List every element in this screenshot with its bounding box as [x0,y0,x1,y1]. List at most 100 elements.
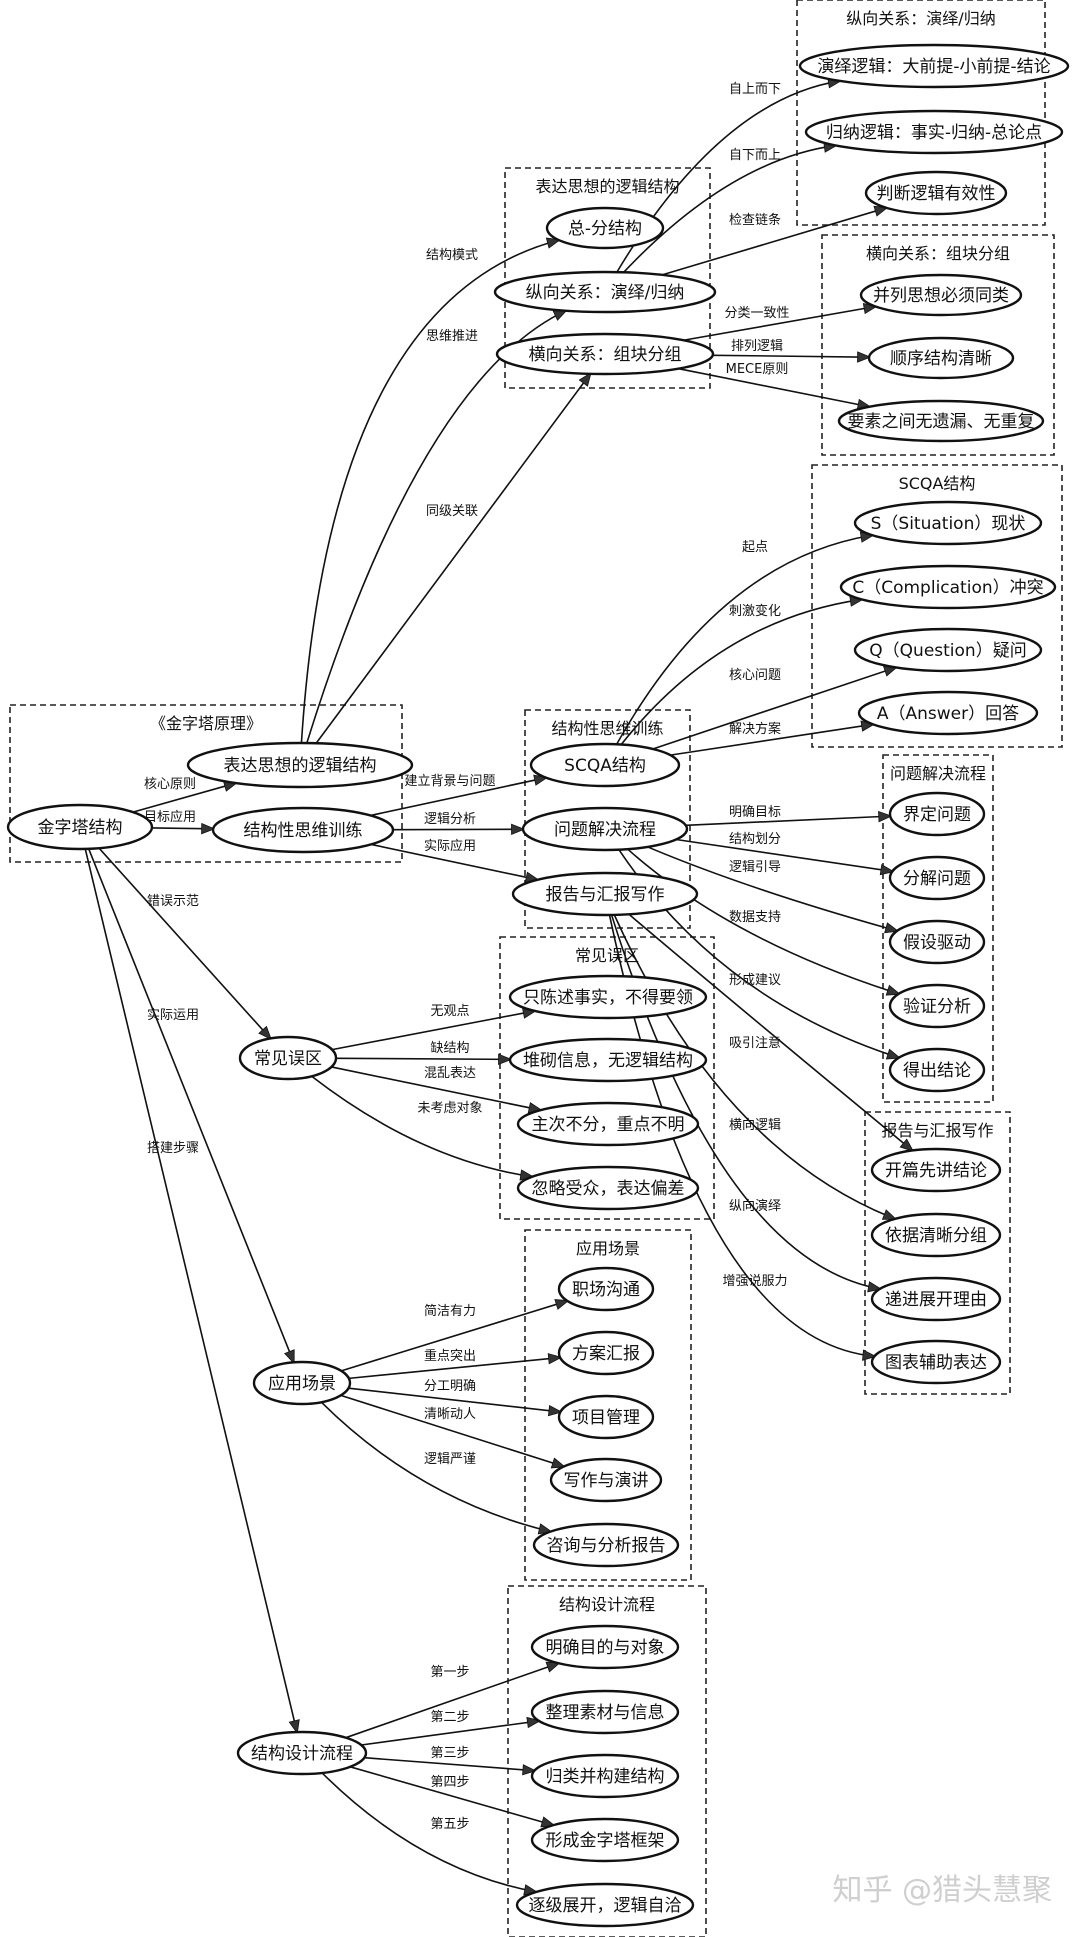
group-title: 报告与汇报写作 [881,1121,993,1140]
node-label: 项目管理 [572,1408,640,1428]
node-a[interactable]: A（Answer）回答 [857,690,1039,736]
node-label: 应用场景 [268,1374,336,1394]
node-shape [516,1101,700,1147]
node-r1[interactable]: 开篇先讲结论 [870,1147,1002,1193]
node-shape [859,273,1023,317]
edge-root-scene [87,848,295,1365]
node-m3[interactable]: 主次不分，重点不明 [516,1101,700,1147]
group-box [9,704,403,863]
node-d1[interactable]: 明确目的与对象 [530,1624,680,1670]
node-shape [521,806,689,852]
node-sc3[interactable]: 项目管理 [557,1394,655,1440]
node-s[interactable]: S（Situation）现状 [853,500,1043,546]
edge-label: 同级关联 [426,504,478,519]
node-zongfen[interactable]: 总-分结构 [545,206,665,250]
group-expr: 表达思想的逻辑结构 [504,167,711,389]
node-shape [508,1037,708,1083]
node-sc1[interactable]: 职场沟通 [557,1266,655,1312]
edge-report-r1 [628,913,915,1152]
edge-label: 形成建议 [729,973,781,988]
node-label: A（Answer）回答 [877,704,1019,724]
edge-expr-vert [306,309,568,744]
node-mece[interactable]: 要素之间无遗漏、无重复 [837,399,1045,443]
node-shape [515,1882,695,1928]
node-sc5[interactable]: 咨询与分析报告 [532,1522,680,1568]
node-sc4[interactable]: 写作与演讲 [549,1457,663,1503]
node-shape [867,336,1015,380]
node-label: 堆砌信息，无逻辑结构 [523,1051,693,1071]
edge-design-d2 [361,1716,542,1746]
edge-label: 吸引注意 [729,1035,781,1051]
node-expr[interactable]: 表达思想的逻辑结构 [186,741,414,789]
edge-label: 结构模式 [426,248,478,263]
node-label: 明确目的与对象 [546,1638,665,1658]
node-shape [532,1522,680,1568]
edge-label: 无观点 [430,1004,469,1019]
edge-label: MECE原则 [726,362,789,377]
node-label: 写作与演讲 [564,1471,649,1491]
group-title: 《金字塔原理》 [150,714,262,733]
node-deduct[interactable]: 演绎逻辑：大前提-小前提-结论 [798,43,1070,89]
group-box [524,709,691,929]
edge-label: 重点突出 [424,1348,476,1364]
node-shape [236,1730,368,1776]
node-mist[interactable]: 常见误区 [238,1035,338,1081]
node-train[interactable]: 结构性思维训练 [211,806,395,854]
node-parallel[interactable]: 并列思想必须同类 [859,273,1023,317]
node-valid[interactable]: 判断逻辑有效性 [864,170,1008,216]
node-p3[interactable]: 假设驱动 [888,919,986,965]
edge-scene-sc1 [340,1299,570,1372]
node-p2[interactable]: 分解问题 [888,855,986,901]
node-q[interactable]: Q（Question）疑问 [853,627,1043,673]
node-label: Q（Question）疑问 [869,641,1026,661]
node-p1[interactable]: 界定问题 [888,791,986,837]
node-root[interactable]: 金字塔结构 [6,803,154,851]
node-m2[interactable]: 堆砌信息，无逻辑结构 [508,1037,708,1083]
edge-mist-m3 [331,1066,543,1114]
node-label: 归类并构建结构 [546,1767,665,1787]
edge-vert-induct [623,141,839,273]
node-shape [798,43,1070,89]
group-title: 常见误区 [575,946,639,965]
node-scene[interactable]: 应用场景 [252,1360,352,1406]
edge-scene-sc2 [348,1353,563,1380]
group-prob: 问题解决流程 [882,754,994,1103]
node-label: 方案汇报 [572,1344,640,1364]
node-horz[interactable]: 横向关系：组块分组 [495,332,715,376]
group-box [504,167,711,389]
edge-label: 排列逻辑 [731,339,783,354]
node-r3[interactable]: 递进展开理由 [870,1276,1002,1322]
node-r4[interactable]: 图表辅助表达 [870,1339,1002,1385]
edge-label: 第一步 [430,1665,469,1680]
node-order[interactable]: 顺序结构清晰 [867,336,1015,380]
node-prob[interactable]: 问题解决流程 [521,806,689,852]
edge-label: 第五步 [430,1817,469,1832]
node-label: 职场沟通 [572,1280,640,1300]
node-design[interactable]: 结构设计流程 [236,1730,368,1776]
node-m4[interactable]: 忽略受众，表达偏差 [516,1165,700,1211]
node-r2[interactable]: 依据清晰分组 [870,1212,1002,1258]
node-d4[interactable]: 形成金字塔框架 [530,1817,680,1863]
node-shape [545,206,665,250]
node-p4[interactable]: 验证分析 [888,983,986,1029]
edge-scene-sc4 [340,1394,567,1469]
node-d5[interactable]: 逐级展开，逻辑自洽 [515,1882,695,1928]
edge-label: 检查链条 [729,212,781,228]
node-shape [853,627,1043,673]
edge-label: 错误示范 [147,894,199,909]
node-scqa[interactable]: SCQA结构 [529,742,681,788]
node-d2[interactable]: 整理素材与信息 [530,1689,680,1735]
node-label: 表达思想的逻辑结构 [224,756,377,776]
node-d3[interactable]: 归类并构建结构 [530,1753,680,1799]
node-p5[interactable]: 得出结论 [888,1047,986,1093]
node-shape [557,1394,655,1440]
node-label: 常见误区 [254,1049,322,1069]
node-induct[interactable]: 归纳逻辑：事实-归纳-总论点 [804,109,1064,155]
node-m1[interactable]: 只陈述事实，不得要领 [508,974,708,1020]
node-sc2[interactable]: 方案汇报 [557,1330,655,1376]
node-vert[interactable]: 纵向关系：演绎/归纳 [493,270,717,314]
node-report[interactable]: 报告与汇报写作 [511,871,699,917]
node-shape [529,742,681,788]
edge-design-d5 [321,1772,539,1896]
node-c[interactable]: C（Complication）冲突 [839,564,1057,610]
